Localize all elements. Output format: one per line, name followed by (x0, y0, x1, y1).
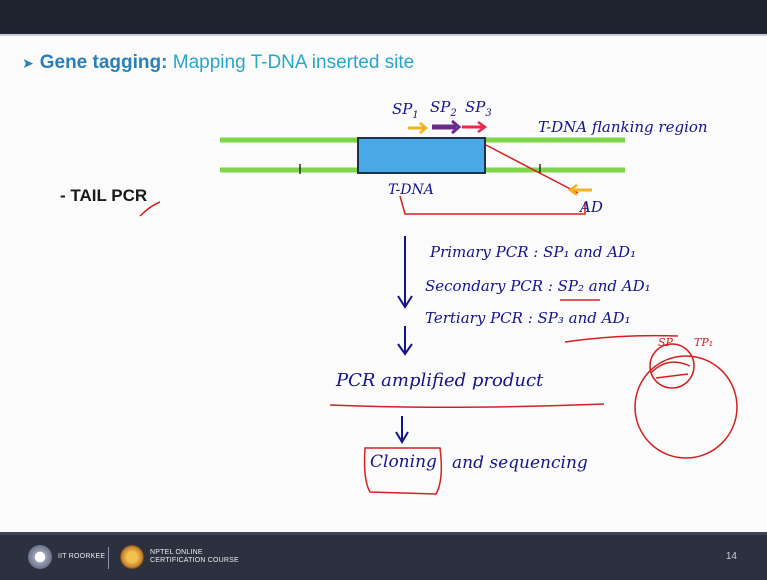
slide-title: ➤ Gene tagging: Mapping T-DNA inserted si… (22, 52, 414, 74)
top-bar (0, 0, 767, 34)
red-circle-small (649, 343, 695, 389)
iit-roorkee-logo-icon (28, 545, 52, 569)
underline-product (329, 403, 605, 409)
sequencing-text: and sequencing (452, 453, 588, 473)
footer-bar: IIT ROORKEE NPTEL ONLINE CERTIFICATION C… (0, 532, 767, 580)
nptel-label: NPTEL ONLINE CERTIFICATION COURSE (150, 549, 239, 565)
red-circle-large (634, 355, 738, 459)
cloning-text: Cloning (370, 452, 437, 472)
tertiary-pcr-text: Tertiary PCR : SP₃ and AD₁ (425, 309, 631, 327)
flanking-region-label: T-DNA flanking region (538, 118, 708, 136)
pcr-product-text: PCR amplified product (336, 370, 544, 391)
red-sp-note: SP (658, 336, 673, 349)
ad-arrowhead (567, 183, 578, 197)
sp3-arrowhead (477, 120, 488, 134)
nptel-line-1: NPTEL ONLINE (150, 549, 203, 556)
footer-divider (108, 547, 109, 569)
red-tp-note: TP₁ (694, 336, 714, 349)
red-bracket (399, 195, 586, 215)
sp1-arrowhead (419, 122, 428, 134)
red-scribble (651, 361, 691, 373)
sp2-arrowhead (451, 119, 462, 135)
ad-label: AD (580, 198, 603, 216)
page-number: 14 (725, 551, 737, 562)
title-bullet-icon: ➤ (22, 55, 34, 71)
underline-sp3 (564, 334, 679, 343)
t-dna-label: T-DNA (388, 182, 434, 198)
secondary-pcr-text: Secondary PCR : SP₂ and AD₁ (425, 277, 651, 295)
red-check-mark (139, 201, 161, 217)
red-scribble-arrow (655, 373, 689, 379)
t-dna-box (357, 137, 486, 174)
tail-pcr-label: - TAIL PCR (60, 186, 148, 205)
sp2-label: SP2 (430, 98, 457, 119)
sp1-label: SP1 (392, 100, 419, 121)
flow-arrowhead-1 (397, 295, 413, 309)
red-guide-line (485, 144, 579, 194)
sp3-label: SP3 (465, 98, 492, 119)
cloning-box (363, 447, 443, 495)
top-bar-divider (0, 34, 767, 36)
flow-arrowhead-3 (395, 431, 409, 444)
slide-canvas (0, 36, 767, 532)
title-rest: Mapping T-DNA inserted site (167, 52, 415, 73)
flow-arrowhead-2 (397, 343, 413, 356)
primary-pcr-text: Primary PCR : SP₁ and AD₁ (430, 243, 637, 261)
nptel-logo-icon (120, 545, 144, 569)
iit-roorkee-label: IIT ROORKEE (58, 553, 106, 560)
nptel-line-2: CERTIFICATION COURSE (150, 557, 239, 564)
title-bold: Gene tagging: (39, 52, 168, 73)
